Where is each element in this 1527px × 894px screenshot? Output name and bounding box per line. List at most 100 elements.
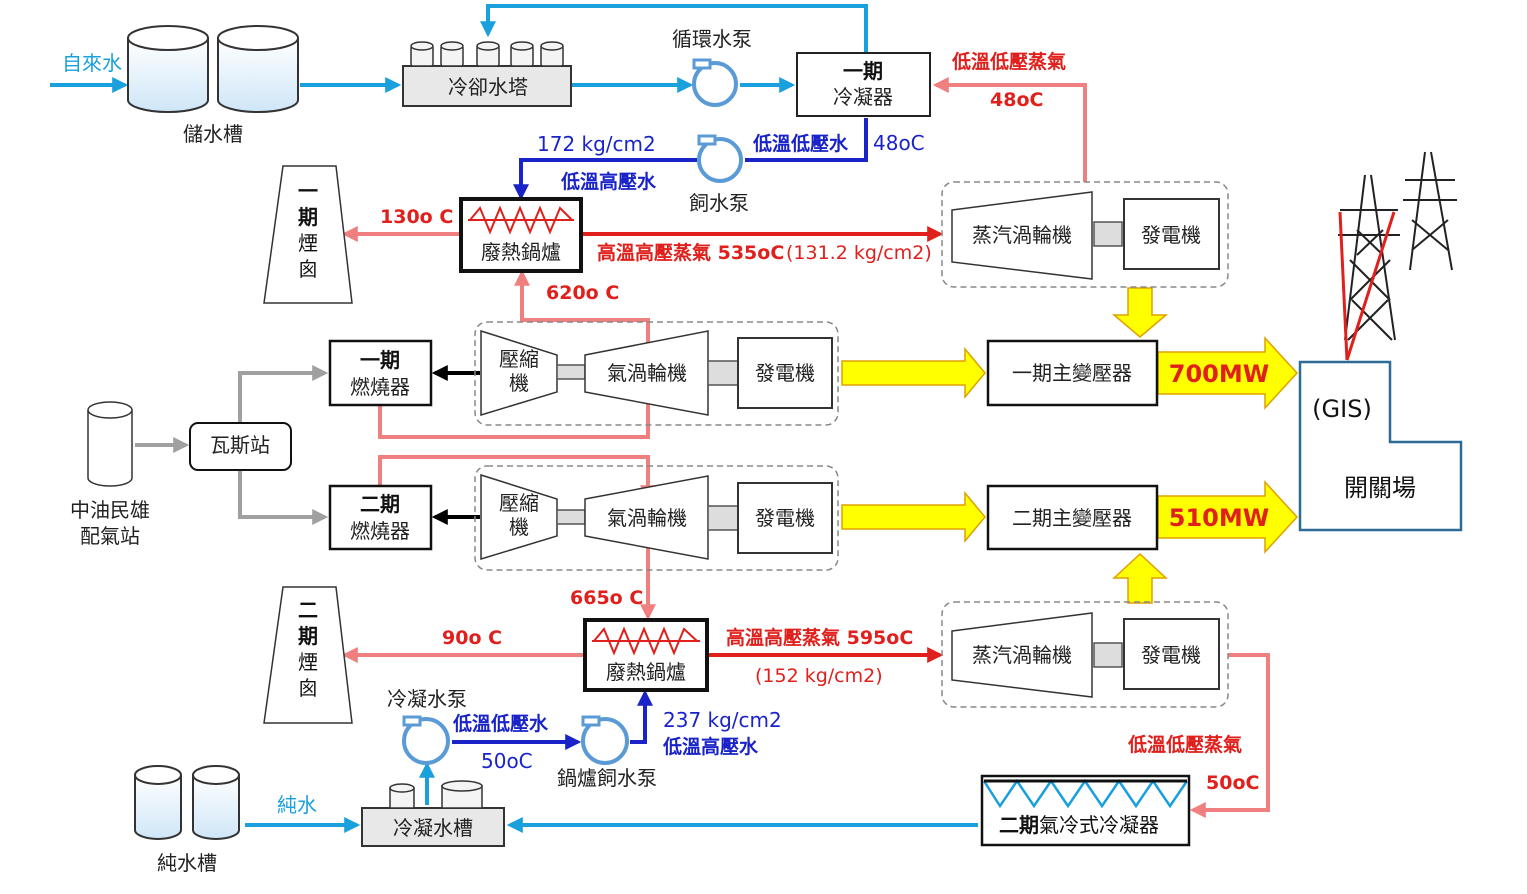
- phase2-transformer: [986, 484, 1159, 551]
- flow-lines: [50, 4, 1270, 833]
- phase1-stack-label: 一期煙囪: [298, 179, 318, 281]
- phase1-combustor-top: 一期: [360, 348, 400, 372]
- switchyard-label: 開關場: [1344, 474, 1416, 502]
- phase1-output: 700MW: [1169, 360, 1269, 388]
- phase1-steam-turbine-label: 蒸汽渦輪機: [972, 223, 1072, 247]
- switchyard: [1298, 360, 1463, 532]
- phase2-lp-water-temp: 50oC: [481, 749, 533, 773]
- phase1-combustor: [328, 339, 433, 407]
- phase1-hp-steam-pressure: (131.2 kg/cm2): [786, 242, 932, 264]
- tap-water-label: 自來水: [62, 51, 122, 75]
- phase2-hrsg-label: 廢熱鍋爐: [606, 660, 686, 684]
- phase1-stack: [263, 165, 353, 304]
- phase2-exhaust-temp: 665o C: [570, 587, 643, 609]
- phase1-steam-shaft: [1093, 221, 1123, 247]
- boiler-feed-pump-icon: [581, 715, 629, 765]
- gas-station-label: 瓦斯站: [210, 433, 270, 457]
- phase2-stack-label: 二期煙囪: [298, 598, 318, 700]
- phase1-hp-water: 低溫高壓水: [560, 170, 657, 193]
- phase1-feed-pump-icon: [697, 134, 743, 183]
- tower-line-1: [1338, 211, 1349, 361]
- phase2-gas-generator: [737, 482, 833, 554]
- phase1-lp-steam-label: 低溫低壓蒸氣: [951, 50, 1066, 73]
- phase1-gas-generator-label: 發電機: [755, 361, 815, 385]
- phase1-compressor-label: 壓縮機: [499, 347, 539, 395]
- phase2-gas-shaft-1: [556, 509, 586, 525]
- phase1-steam-generator: [1123, 198, 1220, 270]
- phase2-steam-turbine: [951, 612, 1093, 698]
- phase1-lp-steam-temp: 48oC: [990, 89, 1043, 111]
- storage-tank-label: 儲水槽: [183, 122, 243, 146]
- phase2-steam-generator-label: 發電機: [1141, 643, 1201, 667]
- phase1-gas-turbine: [584, 330, 709, 416]
- gis-label: (GIS): [1312, 395, 1372, 423]
- phase1-gas-shaft-1: [556, 364, 586, 380]
- phase1-feed-pump-label: 飼水泵: [689, 191, 749, 215]
- phase2-lp-water: 低溫低壓水: [452, 712, 549, 735]
- phase1-hrsg-coil-icon: [469, 205, 573, 235]
- phase1-condenser-top: 一期: [843, 59, 883, 83]
- phase2-gas-turbine-label: 氣渦輪機: [607, 506, 687, 530]
- phase2-transformer-label: 二期主變壓器: [1012, 506, 1132, 530]
- phase2-gas-shaft-2: [707, 505, 739, 531]
- phase1-gas-generator: [737, 337, 833, 409]
- phase1-compressor: [480, 329, 558, 417]
- phase2-steam-generator: [1123, 618, 1220, 690]
- cooling-tower-label: 冷卻水塔: [448, 75, 528, 99]
- phase1-steam-turbine: [951, 191, 1093, 280]
- power-arrows: [841, 287, 1299, 604]
- cond-pump-icon: [402, 715, 450, 765]
- pure-water-tank: [134, 765, 240, 840]
- cpc-station-label: 中油民雄配氣站: [70, 498, 150, 548]
- phase2-steam-turbine-label: 蒸汽渦輪機: [972, 643, 1072, 667]
- phase1-lp-water-temp: 48oC: [873, 131, 925, 155]
- phase2-compressor-label: 壓縮機: [499, 491, 539, 539]
- phase1-combustor-bottom: 燃燒器: [350, 375, 410, 399]
- circulation-pump-icon: [692, 58, 738, 107]
- transmission-tower-icon: [1338, 151, 1457, 341]
- phase1-transformer: [986, 339, 1159, 407]
- phase1-stack-temp: 130o C: [380, 206, 453, 228]
- phase2-stack: [263, 586, 353, 724]
- phase2-combustor: [328, 484, 433, 551]
- phase2-gas-generator-label: 發電機: [755, 506, 815, 530]
- boiler-feed-pump-label: 鍋爐飼水泵: [557, 766, 657, 790]
- gas-storage-tank: [87, 401, 133, 487]
- pure-water-label: 純水: [277, 793, 317, 817]
- phase2-lp-steam-temp: 50oC: [1206, 772, 1259, 794]
- cooling-tower: [402, 41, 572, 107]
- phase2-output: 510MW: [1169, 504, 1269, 532]
- phase1-steam-group: [941, 181, 1229, 288]
- phase2-steam-group: [941, 601, 1229, 708]
- phase1-hrsg-label: 廢熱鍋爐: [481, 240, 561, 264]
- phase2-hp-water: 低溫高壓水: [662, 735, 759, 758]
- phase2-lp-steam-label: 低溫低壓蒸氣: [1127, 733, 1242, 756]
- phase2-combustor-bottom: 燃燒器: [350, 519, 410, 543]
- phase2-hp-steam: 高溫高壓蒸氣 595oC: [726, 626, 913, 649]
- phase1-pressure: 172 kg/cm2: [537, 132, 656, 156]
- air-cooled-condenser: [980, 774, 1191, 847]
- storage-tank: [127, 25, 299, 113]
- phase2-stack-temp: 90o C: [442, 627, 502, 649]
- phase2-gas-turbine: [584, 475, 709, 560]
- tower-line-2: [1345, 211, 1396, 361]
- phase2-pressure: 237 kg/cm2: [663, 708, 782, 732]
- circ-pump-label: 循環水泵: [672, 27, 752, 51]
- phase1-exhaust-temp: 620o C: [546, 282, 619, 304]
- phase2-steam-shaft: [1093, 642, 1123, 668]
- phase1-condenser: [796, 52, 931, 117]
- cond-tank-label: 冷凝水槽: [393, 816, 473, 840]
- cond-pump-label: 冷凝水泵: [387, 687, 467, 711]
- phase1-steam-generator-label: 發電機: [1141, 223, 1201, 247]
- phase1-gas-shaft-2: [707, 360, 739, 386]
- phase2-hp-steam-pressure: (152 kg/cm2): [755, 665, 883, 687]
- phase1-hp-steam: 高溫高壓蒸氣 535oC: [597, 241, 784, 264]
- phase1-gas-group: [474, 321, 839, 426]
- phase1-transformer-label: 一期主變壓器: [1012, 361, 1132, 385]
- phase2-gas-group: [474, 465, 839, 571]
- phase2-combustor-top: 二期: [360, 492, 400, 516]
- phase1-gas-turbine-label: 氣渦輪機: [607, 361, 687, 385]
- pure-tank-label: 純水槽: [157, 851, 217, 875]
- gas-station: [189, 422, 292, 471]
